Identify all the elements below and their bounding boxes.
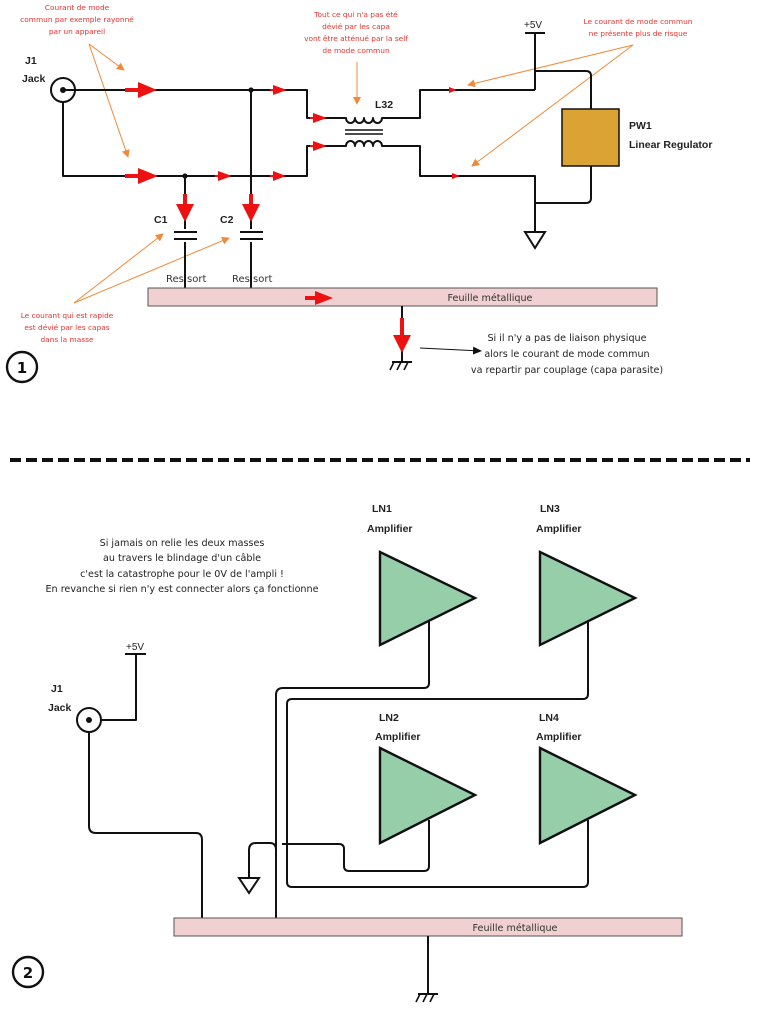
chassis-ground-icon [389, 361, 412, 371]
diagram-1: Courant de mode commun par exemple rayon… [5, 3, 712, 384]
metal-sheet-label: Feuille métallique [448, 292, 533, 304]
amp-ln3-name: Amplifier [536, 523, 582, 535]
svg-text:de mode commun: de mode commun [322, 46, 390, 55]
note-common-mode: Courant de mode commun par exemple rayon… [20, 3, 134, 36]
coupling-arrow [419, 346, 482, 355]
capacitor-c2 [240, 229, 263, 242]
amp-ln2-ref: LN2 [379, 712, 399, 724]
wire-ln2-ground [282, 820, 430, 872]
svg-text:c'est la catastrophe pour le 0: c'est la catastrophe pour le 0V de l'amp… [80, 569, 284, 580]
annotation-arrow [88, 43, 125, 71]
amp-ln3-ref: LN3 [540, 503, 560, 515]
junction-dot [182, 173, 188, 179]
supply-label: +5V [126, 642, 144, 653]
amplifier-ln1 [378, 550, 478, 647]
capacitor-c1 [174, 229, 197, 242]
wire-ln3-ln4-ground [286, 612, 589, 888]
amp-ln1-name: Amplifier [367, 523, 413, 535]
junction-dot [248, 87, 254, 93]
supply-label: +5V [524, 20, 542, 31]
svg-text:Le courant qui est rapide: Le courant qui est rapide [21, 311, 114, 320]
svg-text:va repartir par couplage (capa: va repartir par couplage (capa parasite) [471, 365, 663, 376]
svg-text:dévié par les capa: dévié par les capa [322, 22, 390, 31]
amp-ln4-name: Amplifier [536, 731, 582, 743]
wire-out-bottom [382, 145, 536, 232]
amplifier-ln3 [538, 550, 638, 647]
spring-1-label: Res sort [166, 274, 206, 285]
svg-text:est dévié par les capas: est dévié par les capas [24, 323, 109, 332]
svg-text:Le courant de mode commun: Le courant de mode commun [584, 17, 693, 26]
svg-text:dans la masse: dans la masse [40, 335, 93, 344]
svg-text:Si jamais on relie les deux ma: Si jamais on relie les deux masses [100, 538, 265, 549]
wire-ground-loop [248, 842, 277, 878]
jack-connector-icon[interactable] [76, 707, 102, 733]
annotation-arrow [88, 43, 130, 158]
amp-ln2-name: Amplifier [375, 731, 421, 743]
spring-2-label: Res sort [232, 274, 272, 285]
metal-sheet [147, 287, 658, 307]
svg-text:commun par exemple rayonné: commun par exemple rayonné [20, 15, 134, 24]
annotation-arrow [73, 233, 164, 304]
svg-text:par un appareil: par un appareil [49, 27, 105, 36]
wire-reg-out [535, 166, 592, 204]
step-badge-2: 2 [11, 955, 45, 989]
svg-text:alors le courant de mode commu: alors le courant de mode commun [484, 349, 649, 360]
svg-text:1: 1 [17, 359, 27, 377]
ground-icon [523, 231, 547, 250]
wire-top [63, 89, 340, 119]
l32-label: L32 [375, 99, 393, 111]
diagram-2: Si jamais on relie les deux masses au tr… [11, 503, 683, 1003]
jack-ref: J1 [25, 55, 37, 67]
svg-text:ne présente plus de risque: ne présente plus de risque [589, 29, 688, 38]
amplifier-ln4 [538, 746, 638, 845]
amp-ln1-ref: LN1 [372, 503, 392, 515]
current-arrows [125, 82, 460, 353]
c2-label: C2 [220, 214, 234, 226]
jack-ref: J1 [51, 683, 63, 695]
annotation-arrow [73, 237, 230, 304]
svg-text:au travers le blindage d'un câ: au travers le blindage d'un câble [103, 552, 261, 564]
svg-text:Tout ce qui n'a pas été: Tout ce qui n'a pas été [313, 10, 398, 19]
wire-bottom [62, 102, 340, 177]
c1-label: C1 [154, 214, 168, 226]
wire-out-top [382, 89, 535, 119]
jack-name: Jack [48, 702, 72, 714]
wire-jack-sheet [88, 732, 203, 921]
note-choke: Tout ce qui n'a pas été dévié par les ca… [304, 10, 408, 55]
ground-icon [237, 877, 261, 895]
note-caps: Le courant qui est rapide est dévié par … [21, 311, 114, 344]
common-mode-choke-icon [340, 117, 412, 147]
linear-regulator [561, 108, 620, 167]
svg-text:vont être atténué par la self: vont être atténué par la self [304, 34, 408, 43]
wire-reg-in [535, 70, 592, 109]
amplifier-ln2 [378, 746, 478, 845]
wire-supply [89, 654, 137, 721]
annotation-arrow [467, 44, 634, 88]
note-coupling: Si il n'y a pas de liaison physique alor… [471, 333, 663, 376]
metal-sheet [173, 917, 683, 937]
svg-text:En revanche si rien n'y est co: En revanche si rien n'y est connecter al… [46, 584, 319, 595]
regulator-ref: PW1 [629, 120, 652, 132]
jack-name: Jack [22, 73, 46, 85]
note-no-risk: Le courant de mode commun ne présente pl… [584, 17, 693, 38]
regulator-name: Linear Regulator [629, 139, 712, 151]
wire-ln1-ground [275, 612, 430, 921]
svg-text:Si il n'y a pas de liaison phy: Si il n'y a pas de liaison physique [487, 333, 646, 344]
amp-ln4-ref: LN4 [539, 712, 559, 724]
note-warning: Si jamais on relie les deux masses au tr… [46, 538, 319, 595]
svg-text:2: 2 [23, 964, 33, 982]
metal-sheet-label: Feuille métallique [473, 922, 558, 934]
annotation-arrow [471, 44, 634, 167]
step-badge-1: 1 [5, 350, 39, 384]
chassis-ground-icon [415, 993, 438, 1003]
svg-text:Courant de mode: Courant de mode [45, 3, 110, 12]
